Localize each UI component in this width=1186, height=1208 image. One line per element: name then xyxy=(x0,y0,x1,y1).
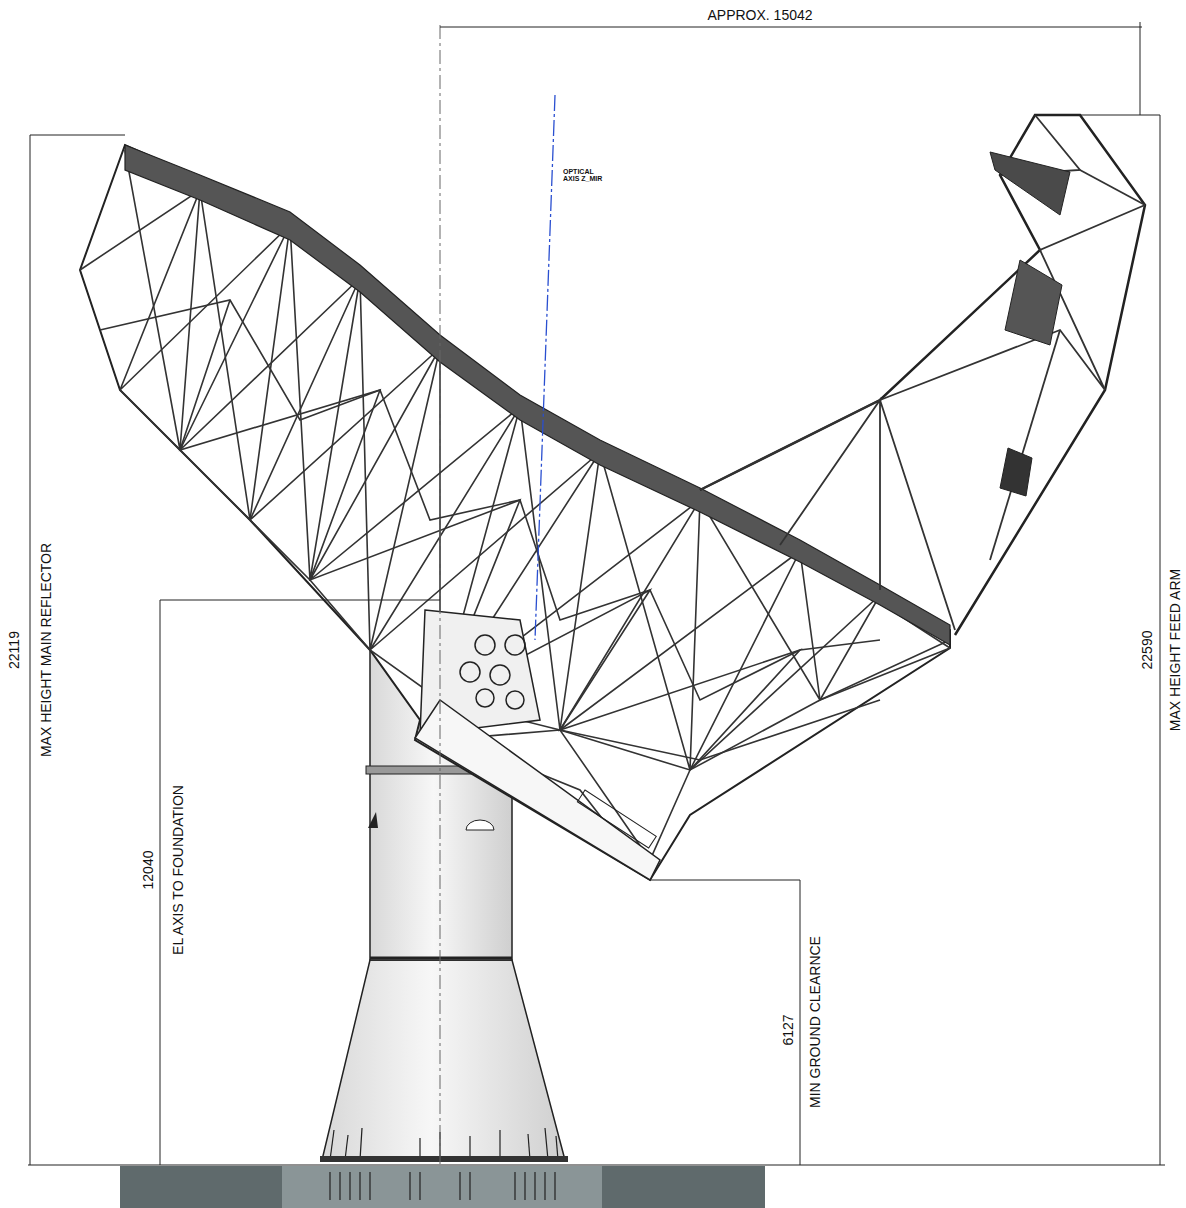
foundation xyxy=(120,1166,765,1208)
reflector-backstructure xyxy=(80,145,950,880)
optical-axis-line xyxy=(535,95,555,640)
feed-arm xyxy=(700,115,1145,635)
dimension-label: MAX HEIGHT FEED ARM xyxy=(1168,569,1182,731)
dimension-label: EL AXIS TO FOUNDATION xyxy=(171,785,185,955)
dimension-value: 6127 xyxy=(781,1014,795,1045)
dimension-label: MAX HEIGHT MAIN REFLECTOR xyxy=(39,543,53,757)
foundation-core xyxy=(282,1166,602,1208)
receiver xyxy=(1005,260,1062,345)
dimension-lines xyxy=(30,22,1160,1165)
axis-label: OPTICAL AXIS Z_MIR xyxy=(563,168,603,182)
dimension-value: 12040 xyxy=(141,851,155,890)
subreflector xyxy=(990,152,1070,215)
dimension-value: 22119 xyxy=(7,631,21,669)
dimension-value: APPROX. 15042 xyxy=(707,8,812,22)
dimension-label: MIN GROUND CLEARNCE xyxy=(808,936,822,1108)
pedestal-cone xyxy=(322,960,565,1160)
dimension-value: 22590 xyxy=(1140,631,1154,670)
